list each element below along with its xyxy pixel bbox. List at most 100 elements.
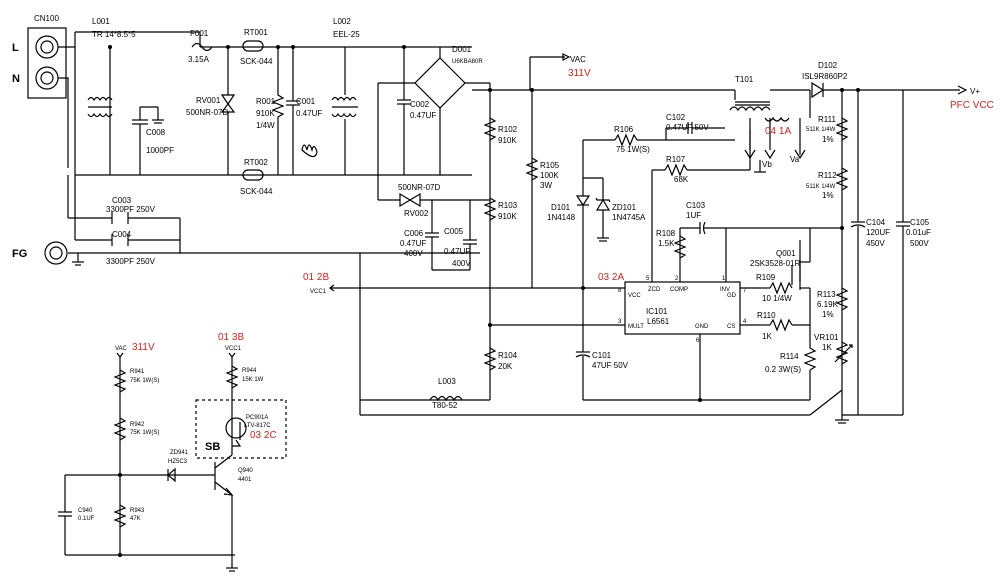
sb-label: SB	[205, 441, 220, 453]
annotation-01-2b: 01 2B	[303, 272, 329, 283]
vac-arrow-icon	[562, 53, 571, 61]
r105-resistor: R105 100K 3W	[525, 157, 560, 190]
rv001-value: 500NR-07D	[186, 108, 228, 117]
input-wiring	[58, 31, 472, 176]
c006-value: 0.47UF	[400, 239, 426, 248]
vr101-ref: VR101	[814, 333, 839, 342]
ic-pin-num-2: 2	[675, 276, 679, 282]
r941-value: 75K 1W(S)	[130, 378, 159, 384]
f001-value: 3.15A	[188, 55, 210, 64]
r112-ref: R112	[818, 171, 837, 180]
d001-ref: D001	[452, 45, 472, 54]
c102-ref: C102	[666, 113, 686, 122]
fg-label: FG	[12, 248, 27, 260]
r108-ref: R108	[656, 229, 676, 238]
r104-resistor: R104 20K	[483, 347, 518, 371]
vcc1b-net-label: VCC1	[225, 346, 242, 352]
r103-ref: R103	[498, 201, 518, 210]
zd101-value: 1N4745A	[612, 213, 646, 222]
annotation-311v: 311V	[568, 68, 591, 79]
f001-ref: F001	[190, 29, 209, 38]
rt002-thermistor: RT002 SCK-044	[240, 158, 273, 196]
vcc1-net-label: VCC1	[310, 289, 327, 295]
r112-tol: 1%	[822, 191, 834, 200]
r113-ref: R113	[817, 290, 836, 299]
vb-net-label: Vb	[762, 160, 772, 169]
r105-value: 100K	[540, 171, 559, 180]
c002-capacitor: C002 0.47UF	[397, 47, 436, 175]
c003-ref: C003	[112, 196, 132, 205]
pfc-rails	[330, 56, 843, 416]
d101-value: 1N4148	[547, 213, 576, 222]
r107-ref: R107	[666, 155, 686, 164]
ic-pin-num-6: 6	[696, 338, 700, 344]
l002-choke: L002 EEL-25	[331, 17, 360, 175]
neutral-terminal-label: N	[12, 73, 20, 85]
r114-value: 0.2 3W(S)	[765, 365, 801, 374]
q001-ref: Q001	[776, 249, 796, 258]
annotation-pfc-vcc: PFC VCC	[950, 100, 994, 111]
r102-value: 910K	[498, 136, 517, 145]
c102-value: 0.47UF 50V	[666, 123, 709, 132]
hand-mark-icon	[301, 144, 318, 158]
c002-ref: C002	[410, 100, 430, 109]
zd941-value: HZ5C3	[168, 459, 188, 465]
c008-capacitor: C008 1000PF	[132, 106, 174, 175]
zd101-zener: ZD101 1N4745A	[583, 177, 646, 242]
ic-pin-vcc: VCC	[628, 293, 641, 299]
r942-value: 75K 1W(S)	[130, 430, 159, 436]
r103-resistor: R103 910K	[483, 197, 518, 221]
rt001-value: SCK-044	[240, 57, 273, 66]
r944-value: 15K 1W	[242, 377, 264, 383]
c005-value: 0.47UF	[444, 247, 470, 256]
vplus-net-label: V+	[970, 87, 980, 96]
c001-ref: C001	[296, 97, 316, 106]
rt002-ref: RT002	[244, 158, 268, 167]
ic101-chip: IC101 L6561 ZCD COMP INV VCC GD MULT GND…	[618, 228, 760, 360]
ic101-ref: IC101	[646, 307, 668, 316]
r110-value: 1K	[762, 332, 772, 341]
r108-resistor: R108 1.5K	[656, 229, 687, 259]
l002-value: EEL-25	[333, 30, 360, 39]
cn100-label: CN100	[34, 14, 59, 23]
t101-ref: T101	[735, 75, 754, 84]
r942-ref: R942	[130, 422, 145, 428]
c104-voltage: 450V	[866, 239, 885, 248]
zd101-ref: ZD101	[612, 203, 637, 212]
r104-ref: R104	[498, 351, 518, 360]
r001-value: 910K	[256, 109, 275, 118]
ic-pin-cs: CS	[727, 324, 735, 330]
standby-section: VAC 311V R941 75K 1W(S) R942 75K 1W(S) R…	[58, 342, 253, 572]
l001-choke: L001 TR 14*8.5*5	[87, 17, 136, 118]
d102-ref: D102	[818, 61, 838, 70]
r941-ref: R941	[130, 369, 145, 375]
rv002-value: 500NR-07D	[398, 183, 440, 192]
c104-ref: C104	[866, 218, 886, 227]
r106-resistor: R106 75 1W(S)	[582, 125, 735, 178]
pc901a-value: LTV-817C	[244, 423, 271, 429]
l003-value: T80-52	[432, 401, 458, 410]
va-net-label: Va	[790, 155, 800, 164]
r102-resistor: R102 910K	[483, 117, 518, 145]
r001-ref: R001	[256, 97, 276, 106]
c001-value: 0.47UF	[296, 109, 322, 118]
ic-pin-num-3: 3	[618, 319, 622, 325]
r112-value: 511K 1/4W	[806, 184, 836, 190]
c003-capacitor: C003 3300PF 250V	[106, 196, 156, 224]
q001-value: 2SK3528-01R	[750, 259, 800, 268]
d101-diode: D101 1N4148	[547, 178, 591, 288]
r001-resistor: R001 910K 1/4W	[256, 47, 285, 175]
ic-connections: 03 2A 01 2B VCC1	[303, 272, 624, 295]
c105-voltage: 500V	[910, 239, 929, 248]
r111-tol: 1%	[822, 135, 834, 144]
c103-ref: C103	[686, 201, 706, 210]
ic-pin-num-5: 5	[646, 276, 650, 282]
vac-net-label: VAC	[570, 55, 586, 64]
r113-tol: 1%	[822, 310, 834, 319]
cn100-connector: CN100 L N	[12, 14, 67, 99]
c006-ref: C006	[404, 229, 424, 238]
rt002-value: SCK-044	[240, 187, 273, 196]
r114-ref: R114	[780, 352, 799, 361]
ic-pin-zcd: ZCD	[648, 287, 661, 293]
